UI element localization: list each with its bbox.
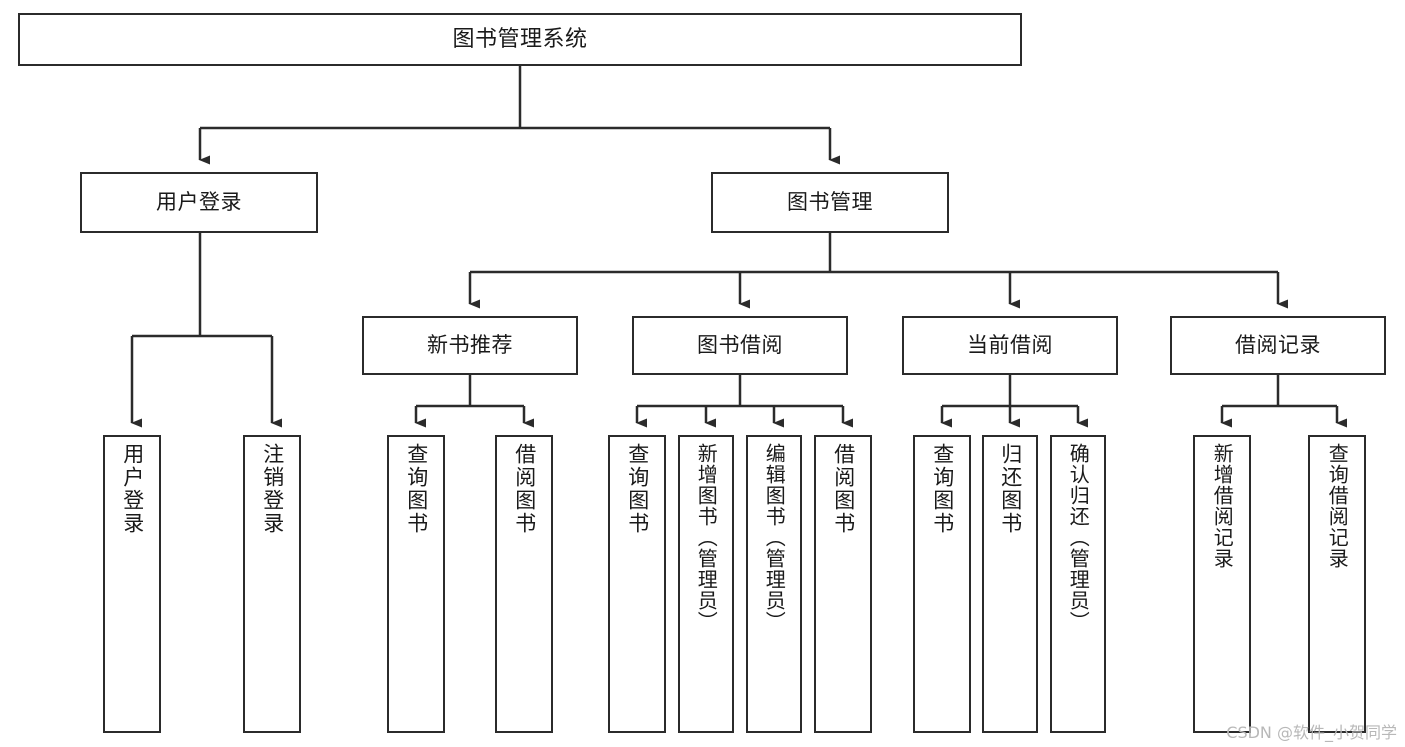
node-leaf-user-login-label: 用户登录	[120, 443, 145, 535]
node-leaf-recommend-borrow-book[interactable]: 借阅图书	[495, 435, 553, 733]
node-current-borrow[interactable]: 当前借阅	[902, 316, 1118, 375]
node-leaf-current-query-book[interactable]: 查询图书	[913, 435, 971, 733]
node-borrow-record-label: 借阅记录	[1235, 333, 1321, 358]
node-leaf-current-query-book-label: 查询图书	[930, 443, 955, 535]
node-leaf-logout[interactable]: 注销登录	[243, 435, 301, 733]
node-leaf-borrow-query-book[interactable]: 查询图书	[608, 435, 666, 733]
node-current-borrow-label: 当前借阅	[967, 333, 1053, 358]
node-leaf-confirm-return-admin[interactable]: 确认归还（管理员）	[1050, 435, 1106, 733]
node-leaf-add-borrow-record-label: 新增借阅记录	[1210, 443, 1235, 569]
node-leaf-user-login[interactable]: 用户登录	[103, 435, 161, 733]
node-book-borrow[interactable]: 图书借阅	[632, 316, 848, 375]
node-new-book-recommend[interactable]: 新书推荐	[362, 316, 578, 375]
node-leaf-edit-book-admin[interactable]: 编辑图书（管理员）	[746, 435, 802, 733]
node-new-book-recommend-label: 新书推荐	[427, 333, 513, 358]
node-leaf-return-book[interactable]: 归还图书	[982, 435, 1038, 733]
node-leaf-return-book-label: 归还图书	[998, 443, 1023, 535]
node-user-login-label: 用户登录	[156, 190, 242, 215]
csdn-watermark: CSDN @软件_小贺同学	[1226, 723, 1397, 742]
node-leaf-add-book-admin[interactable]: 新增图书（管理员）	[678, 435, 734, 733]
node-leaf-confirm-return-admin-label: 确认归还（管理员）	[1066, 443, 1091, 632]
node-leaf-borrow-book-label: 借阅图书	[831, 443, 856, 535]
node-leaf-borrow-book[interactable]: 借阅图书	[814, 435, 872, 733]
node-leaf-query-borrow-record-label: 查询借阅记录	[1325, 443, 1350, 569]
node-root-system-label: 图书管理系统	[452, 26, 588, 52]
node-leaf-recommend-borrow-book-label: 借阅图书	[512, 443, 537, 535]
node-book-management[interactable]: 图书管理	[711, 172, 949, 233]
node-leaf-recommend-query-book[interactable]: 查询图书	[387, 435, 445, 733]
node-book-management-label: 图书管理	[787, 190, 873, 215]
node-leaf-query-borrow-record[interactable]: 查询借阅记录	[1308, 435, 1366, 733]
node-leaf-logout-label: 注销登录	[260, 443, 285, 535]
node-leaf-borrow-query-book-label: 查询图书	[625, 443, 650, 535]
node-leaf-recommend-query-book-label: 查询图书	[404, 443, 429, 535]
node-borrow-record[interactable]: 借阅记录	[1170, 316, 1386, 375]
node-leaf-edit-book-admin-label: 编辑图书（管理员）	[762, 443, 787, 632]
node-user-login[interactable]: 用户登录	[80, 172, 318, 233]
node-book-borrow-label: 图书借阅	[697, 333, 783, 358]
node-root-system[interactable]: 图书管理系统	[18, 13, 1022, 66]
node-leaf-add-borrow-record[interactable]: 新增借阅记录	[1193, 435, 1251, 733]
node-leaf-add-book-admin-label: 新增图书（管理员）	[694, 443, 719, 632]
